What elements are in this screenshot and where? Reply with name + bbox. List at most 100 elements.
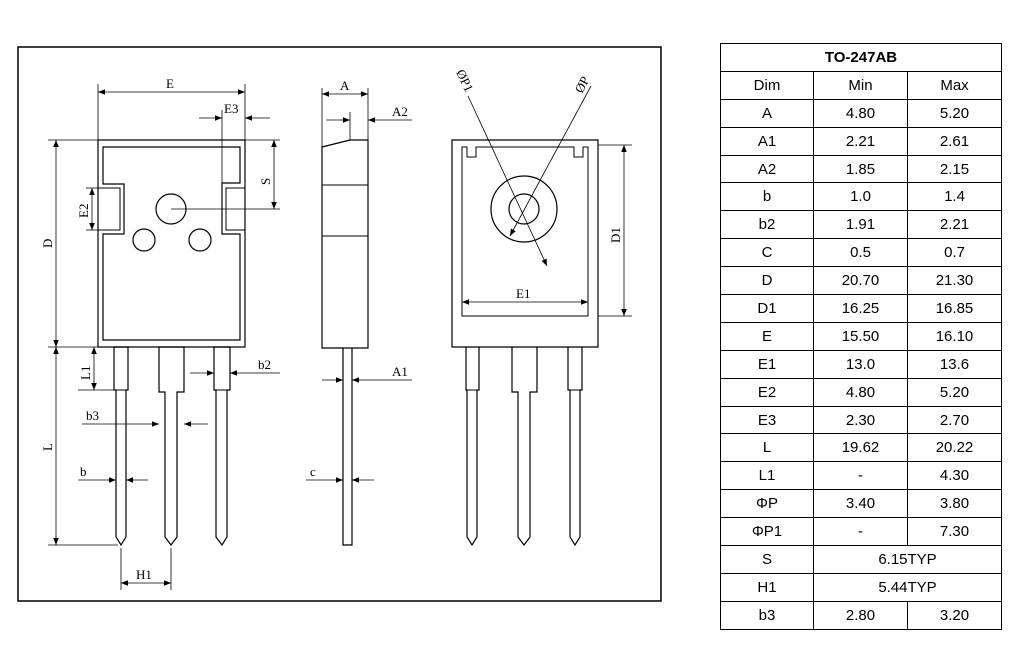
dim-b2-label: b2 — [258, 357, 271, 372]
cell-min: 2.30 — [813, 405, 908, 435]
lead-right — [213, 346, 231, 547]
cell-min: 2.80 — [813, 600, 908, 630]
package-outline-drawing: E E3 S D E2 L1 L b2 — [17, 46, 662, 602]
dim-phiP1-line — [467, 95, 548, 267]
cell-min: 1.85 — [813, 154, 908, 184]
dim-E3-label: E3 — [224, 101, 238, 116]
cell-min: 15.50 — [813, 321, 908, 351]
dim-L-label: L — [40, 443, 55, 451]
front-body-inner — [102, 146, 241, 341]
drawing-frame — [17, 46, 662, 602]
side-lead — [342, 348, 353, 546]
dim-D-label: D — [40, 239, 55, 248]
pin-marker-left — [132, 228, 156, 252]
table-header-row: Dim Min Max — [720, 70, 1002, 100]
cell-min: 0.5 — [813, 238, 908, 268]
cell-dim: L1 — [720, 461, 814, 491]
cell-max: 16.85 — [907, 294, 1002, 323]
cell-max: 4.30 — [907, 461, 1002, 491]
cell-dim: A1 — [720, 126, 814, 156]
cell-dim: S — [720, 545, 814, 574]
cell-max: 2.61 — [907, 126, 1002, 156]
back-lead-right — [567, 347, 583, 547]
front-view: E E3 S D E2 L1 L b2 — [40, 76, 280, 590]
dim-A2-label: A2 — [392, 104, 408, 119]
cell-max: 0.7 — [907, 238, 1002, 268]
cell-max: 7.30 — [907, 517, 1002, 547]
cell-min: 19.62 — [813, 433, 908, 463]
cell-max: 3.20 — [907, 600, 1002, 630]
cell-max: 21.30 — [907, 266, 1002, 296]
cell-dim: b3 — [720, 600, 814, 630]
dim-phiP1-label: ØP1 — [453, 67, 476, 94]
dim-E1-label: E1 — [516, 286, 530, 301]
cell-dim: b2 — [720, 210, 814, 240]
cell-dim: H1 — [720, 572, 814, 602]
back-view: ØP1 ØP D1 E1 — [451, 67, 632, 547]
back-pad-outline — [461, 146, 589, 317]
cell-min: 1.91 — [813, 210, 908, 240]
dim-A1-label: A1 — [392, 364, 408, 379]
cell-dim: E — [720, 321, 814, 351]
lead-left — [113, 346, 129, 547]
dim-S-label: S — [258, 178, 273, 185]
header-dim: Dim — [720, 70, 814, 100]
cell-min: 2.21 — [813, 126, 908, 156]
cell-dim: b — [720, 182, 814, 212]
cell-dim: A — [720, 98, 814, 128]
back-lead-left — [465, 347, 480, 547]
cell-dim: ΦP1 — [720, 517, 814, 547]
cell-max: 13.6 — [907, 349, 1002, 379]
cell-min: 4.80 — [813, 98, 908, 128]
dim-phiP-line — [509, 85, 592, 237]
cell-max: 5.20 — [907, 377, 1002, 407]
dim-E2-label: E2 — [76, 204, 91, 218]
cell-min: 3.40 — [813, 489, 908, 519]
cell-dim: E3 — [720, 405, 814, 435]
cell-dim: L — [720, 433, 814, 463]
dim-c-label: c — [310, 464, 316, 479]
dim-D1-label: D1 — [608, 227, 623, 243]
dim-L1-label: L1 — [78, 366, 93, 380]
cell-dim: ΦP — [720, 489, 814, 519]
tab-left-slot — [98, 187, 121, 231]
cell-dim: D — [720, 266, 814, 296]
cell-min: 4.80 — [813, 377, 908, 407]
cell-min: - — [813, 461, 908, 491]
cell-max: 20.22 — [907, 433, 1002, 463]
cell-max: 2.21 — [907, 210, 1002, 240]
cell-dim: C — [720, 238, 814, 268]
cell-max: 2.15 — [907, 154, 1002, 184]
cell-max: 5.20 — [907, 98, 1002, 128]
pin-marker-right — [188, 228, 212, 252]
side-body-outline — [321, 139, 369, 349]
cell-dim: E2 — [720, 377, 814, 407]
cell-max: 2.70 — [907, 405, 1002, 435]
cell-min: 20.70 — [813, 266, 908, 296]
side-view: A A2 A1 c — [306, 78, 412, 546]
cell-min: 16.25 — [813, 294, 908, 323]
dim-E-label: E — [166, 76, 174, 91]
front-body-outline — [97, 139, 246, 348]
cell-dim: E1 — [720, 349, 814, 379]
cell-dim: D1 — [720, 294, 814, 323]
cell-dim: A2 — [720, 154, 814, 184]
dim-A-label: A — [340, 78, 350, 93]
lead-center — [158, 346, 185, 546]
back-hole-outer — [490, 175, 558, 243]
back-hole-inner — [508, 193, 540, 225]
